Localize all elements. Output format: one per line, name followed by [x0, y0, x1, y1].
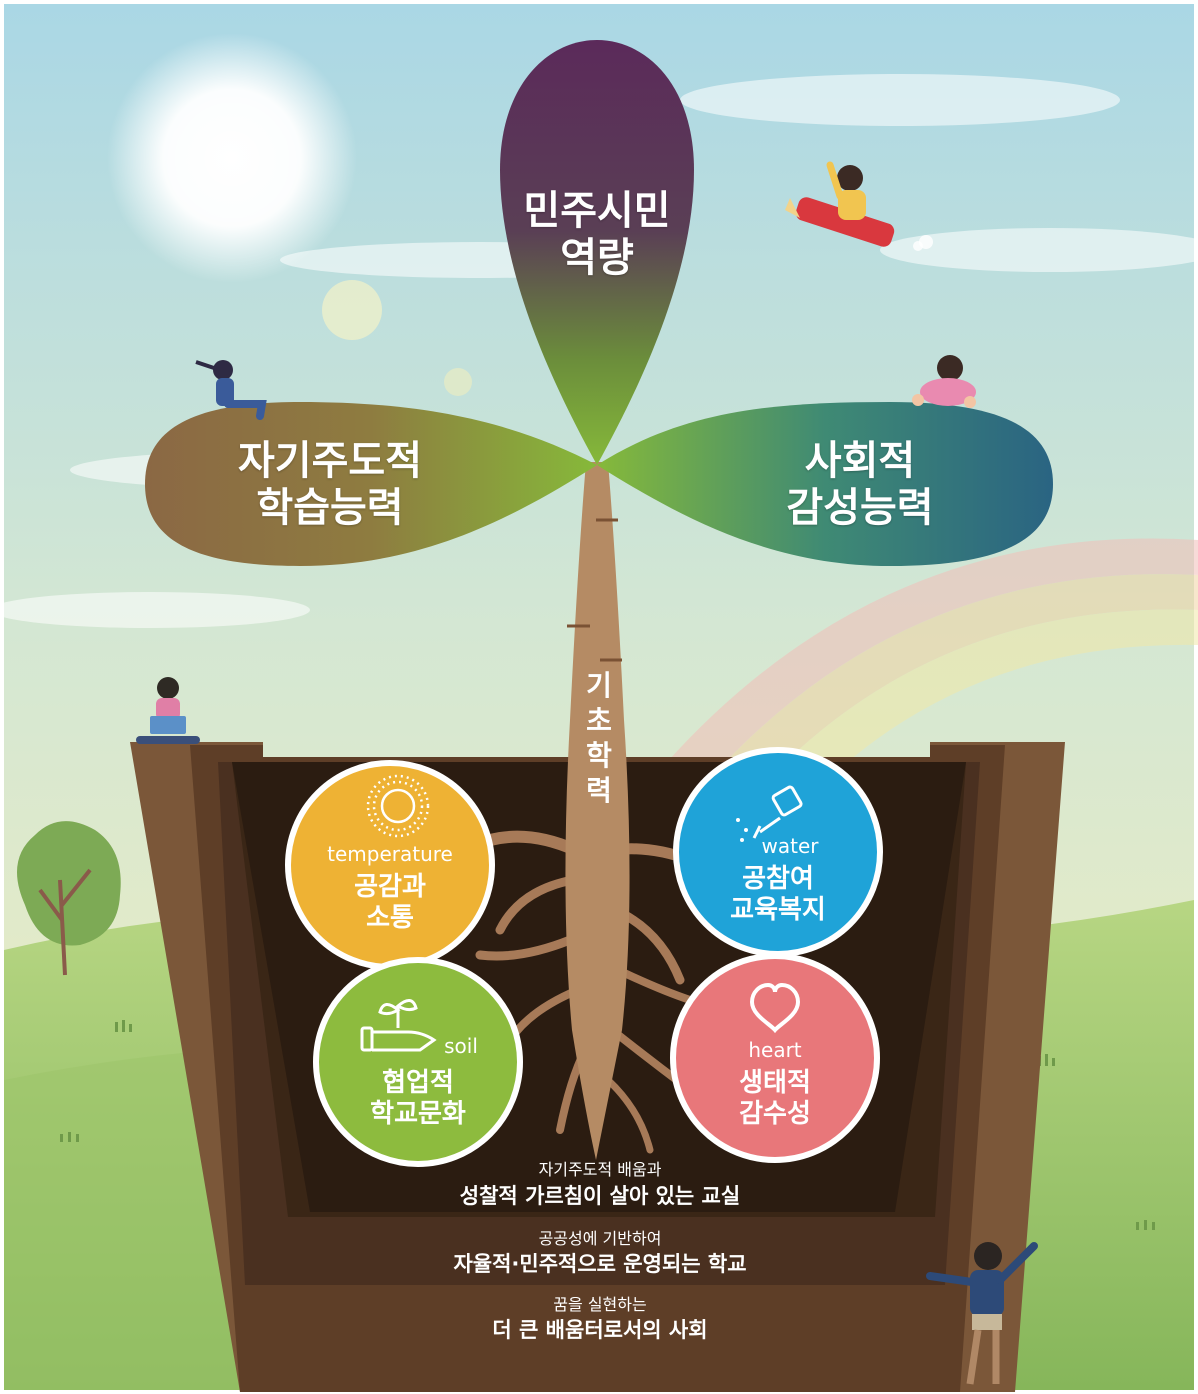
- sun: [107, 33, 357, 283]
- stem-char-1: 기: [586, 669, 612, 702]
- leaf-right-line1: 사회적: [804, 438, 916, 484]
- layer-1-big: 성찰적 가르침이 살아 있는 교실: [459, 1184, 741, 1208]
- stem-char-2: 초: [586, 704, 612, 737]
- leaf-top-label: 민주시민 역량: [497, 188, 697, 282]
- water-line1: 공참여: [742, 864, 814, 894]
- leaf-top: [500, 40, 694, 465]
- leaf-right: [597, 402, 1053, 566]
- heart-label: 생태적 감수성: [695, 1068, 855, 1129]
- kid-left-leaf: [195, 360, 267, 420]
- leaf-right-line2: 감성능력: [786, 485, 934, 532]
- leaf-top-line1: 민주시민: [523, 188, 671, 234]
- leaf-left-line2: 학습능력: [256, 485, 404, 532]
- temperature-en-label: temperature: [327, 842, 453, 866]
- sun-icon: [366, 774, 430, 838]
- layer-3-big: 더 큰 배움터로서의 사회: [492, 1318, 708, 1342]
- soil-line1: 협업적: [382, 1068, 454, 1098]
- kid-laptop: [136, 677, 200, 744]
- leaf-top-line2: 역량: [560, 235, 634, 282]
- sun-glow: [322, 280, 382, 340]
- temperature-line2: 소통: [366, 902, 414, 933]
- water-line2: 교육복지: [730, 894, 826, 925]
- heart-line1: 생태적: [739, 1068, 811, 1098]
- temperature-label: 공감과 소통: [310, 872, 470, 933]
- leaf-right-label: 사회적 감성능력: [730, 438, 990, 532]
- leaf-left: [145, 402, 597, 566]
- sprout-hand-icon: [360, 999, 437, 1052]
- circle-soil: [313, 957, 523, 1167]
- tree: [17, 821, 121, 976]
- soil-label: 협업적 학교문화: [338, 1068, 498, 1129]
- water-label: 공참여 교육복지: [698, 864, 858, 925]
- leaf-left-line1: 자기주도적: [238, 438, 422, 484]
- stem: [565, 462, 630, 1160]
- soil-en-label: soil: [444, 1034, 478, 1058]
- watering-can-icon: [736, 785, 803, 842]
- stem-char-4: 력: [586, 774, 612, 807]
- heart-line2: 감수성: [739, 1098, 811, 1129]
- kid-on-pencil: [785, 161, 933, 251]
- heart-en-label: heart: [748, 1038, 802, 1062]
- layer-2-big: 자율적·민주적으로 운영되는 학교: [453, 1252, 747, 1276]
- sun-glow-small: [444, 368, 472, 396]
- layer-1-small: 자기주도적 배움과: [538, 1160, 662, 1179]
- layer-3-small: 꿈을 실현하는: [553, 1295, 647, 1314]
- stem-char-3: 학: [586, 739, 612, 772]
- water-en-label: water: [761, 834, 819, 858]
- circle-heart: [670, 953, 880, 1163]
- stem-marks: [567, 518, 622, 662]
- kid-waving: [926, 1242, 1038, 1385]
- temperature-line1: 공감과: [354, 872, 426, 902]
- layer-2-small: 공공성에 기반하여: [538, 1229, 662, 1248]
- stem-label: 기 초 학 력: [582, 668, 616, 808]
- heart-icon: [749, 982, 801, 1034]
- soil-line2: 학교문화: [370, 1098, 466, 1129]
- leaf-left-label: 자기주도적 학습능력: [200, 438, 460, 532]
- kid-right-leaf: [912, 355, 976, 408]
